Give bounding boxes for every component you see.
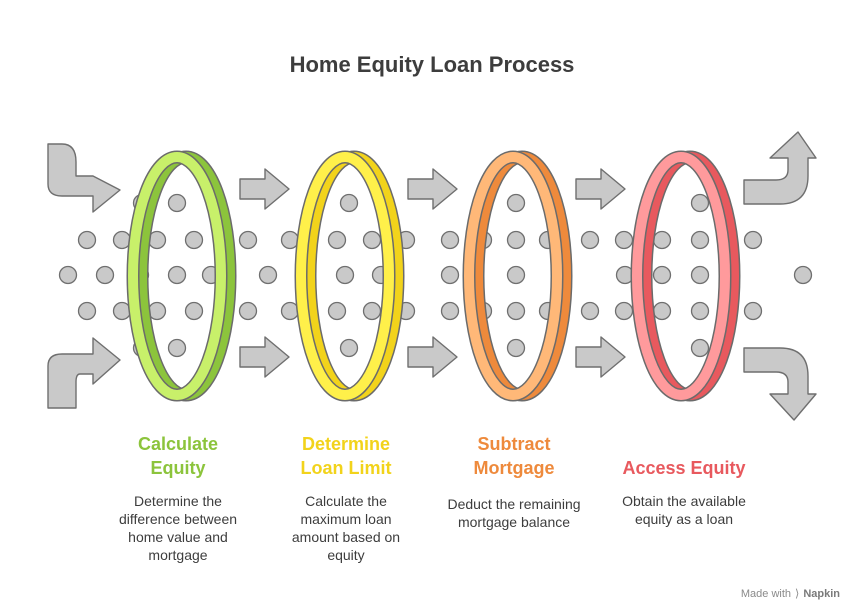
particle-dot — [184, 301, 204, 321]
particle-dots — [58, 193, 813, 358]
ring-band-light — [632, 152, 730, 400]
ring-band-light — [464, 152, 562, 400]
particle-dot — [690, 193, 710, 213]
step-2-description: Calculate the maximum loan amount based … — [291, 493, 401, 563]
step-3-title: Subtract Mortgage — [473, 434, 555, 478]
stage-rings — [126, 150, 741, 402]
particle-dot — [327, 301, 347, 321]
particle-dot — [362, 301, 382, 321]
right-arrow-icon — [239, 336, 290, 378]
ring-band-light — [296, 152, 394, 400]
footer-prefix: Made with — [740, 587, 792, 600]
particle-dot — [506, 193, 526, 213]
particle-dot — [652, 230, 672, 250]
particle-dot — [690, 338, 710, 358]
footer-brand: Napkin — [803, 587, 840, 600]
right-arrow-icon — [575, 168, 626, 210]
particle-dot — [95, 265, 115, 285]
particle-dot — [652, 265, 672, 285]
particle-dot — [614, 230, 634, 250]
step-3-description: Deduct the remaining mortgage balance — [447, 496, 581, 530]
particle-dot — [652, 301, 672, 321]
exit-arrow-bottom-icon — [743, 347, 817, 421]
flow-arrows — [47, 131, 817, 421]
right-arrow-icon — [239, 168, 290, 210]
particle-dot — [339, 193, 359, 213]
particle-dot — [614, 301, 634, 321]
particle-dot — [362, 230, 382, 250]
particle-dot — [440, 301, 460, 321]
particle-dot — [580, 301, 600, 321]
step-1-description: Determine the difference between home va… — [118, 493, 238, 563]
particle-dot — [238, 230, 258, 250]
particle-dot — [506, 338, 526, 358]
particle-dot — [167, 193, 187, 213]
step-1-title: Calculate Equity — [137, 434, 219, 478]
particle-dot — [238, 301, 258, 321]
ring-2 — [294, 150, 405, 402]
ring-4 — [630, 150, 741, 402]
right-arrow-icon — [407, 336, 458, 378]
step-2-title: Determine Loan Limit — [300, 434, 392, 478]
particle-dot — [506, 301, 526, 321]
particle-dot — [580, 230, 600, 250]
particle-dot — [335, 265, 355, 285]
particle-dot — [793, 265, 813, 285]
exit-arrow-top-icon — [743, 131, 817, 205]
particle-dot — [167, 338, 187, 358]
particle-dot — [690, 301, 710, 321]
step-4-description: Obtain the available equity as a loan — [622, 493, 746, 527]
ring-3 — [462, 150, 573, 402]
page-title: Home Equity Loan Process — [289, 52, 575, 77]
right-arrow-icon — [407, 168, 458, 210]
ring-band-light — [128, 152, 226, 400]
ring-1 — [126, 150, 237, 402]
particle-dot — [258, 265, 278, 285]
particle-dot — [690, 265, 710, 285]
particle-dot — [440, 230, 460, 250]
particle-dot — [690, 230, 710, 250]
particle-dot — [743, 230, 763, 250]
particle-dot — [506, 230, 526, 250]
particle-dot — [77, 301, 97, 321]
right-arrow-icon — [575, 336, 626, 378]
step-4-title: Access Equity — [622, 458, 746, 478]
particle-dot — [327, 230, 347, 250]
entry-arrow-bottom-icon — [47, 337, 121, 409]
particle-dot — [167, 265, 187, 285]
entry-arrow-top-icon — [47, 143, 121, 213]
particle-dot — [506, 265, 526, 285]
particle-dot — [77, 230, 97, 250]
particle-dot — [440, 265, 460, 285]
footer-credit: Made with ⟩ Napkin — [740, 587, 840, 601]
particle-dot — [184, 230, 204, 250]
particle-dot — [339, 338, 359, 358]
particle-dot — [58, 265, 78, 285]
napkin-logo-icon: ⟩ — [795, 588, 800, 600]
particle-dot — [743, 301, 763, 321]
